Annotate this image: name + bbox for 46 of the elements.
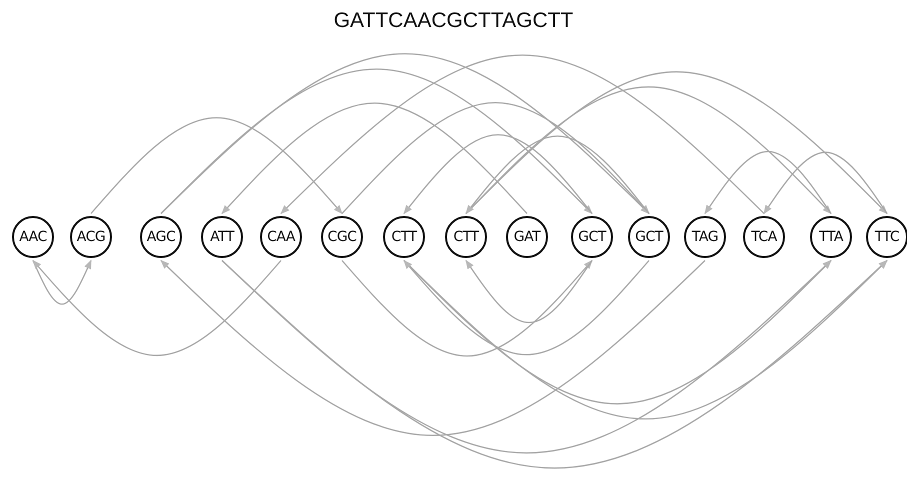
node-circle [628,216,670,258]
node-circle [383,216,425,258]
node-circle [260,216,302,258]
arrow [403,134,592,214]
arrow [763,152,888,214]
arrow [32,260,92,305]
arrow [403,260,650,356]
node-label: CAA [267,229,295,245]
node-circle [743,216,785,258]
node-label: CTT [453,229,479,245]
node-circle [12,216,54,258]
arrow [280,54,764,214]
node-circle [506,216,548,258]
arrow [465,135,650,214]
node-circle [140,216,182,258]
node-label: CGC [328,229,356,245]
arrow [465,260,593,324]
node-circle [810,216,852,258]
arrow [32,260,282,356]
node-label: GCT [578,229,606,245]
node-label: TTA [819,229,843,245]
arrow [160,260,706,436]
node-circle [321,216,363,258]
node-circle [445,216,487,258]
arrow [342,260,593,357]
node-label: ACG [76,229,106,245]
node-circle [70,216,112,258]
node-label: TTC [874,229,900,245]
arrow [404,260,888,420]
node-circle [684,216,726,258]
node-circle [201,216,243,258]
node-label: TAG [692,229,718,245]
node-label: CTT [391,229,417,245]
arrow [90,117,343,214]
node-label: TCA [751,229,777,245]
node-circle [866,216,907,258]
node-label: AAC [19,229,47,245]
node-label: GCT [635,229,663,245]
node-label: AGC [146,229,176,245]
node-label: GAT [514,229,540,245]
arrow [221,102,528,214]
arrow [704,150,832,214]
node-label: ATT [210,229,234,245]
title: GATTCAACGCTTAGCTT [334,9,574,32]
node-circle [571,216,613,258]
arrow [342,102,650,214]
